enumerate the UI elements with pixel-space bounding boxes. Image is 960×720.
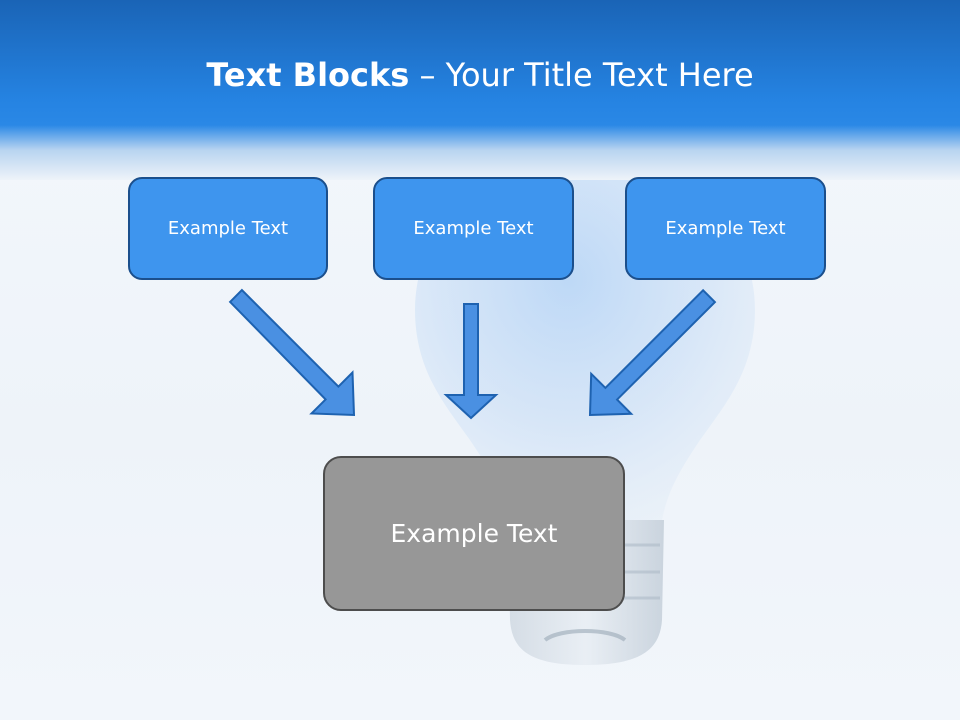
title-bar — [0, 0, 960, 180]
text-block-3[interactable]: Example Text — [625, 177, 826, 280]
text-block-1-label: Example Text — [167, 218, 289, 239]
arrow-left — [228, 288, 356, 417]
arrow-right — [588, 288, 717, 417]
title-bold-text: Text Blocks — [206, 56, 410, 94]
text-block-1[interactable]: Example Text — [128, 177, 328, 280]
text-block-2-label: Example Text — [413, 218, 534, 239]
text-block-3-label: Example Text — [665, 218, 786, 239]
title-dash: – — [409, 56, 446, 94]
arrow-center — [443, 303, 499, 420]
text-block-2[interactable]: Example Text — [373, 177, 574, 280]
slide-title: Text Blocks – Your Title Text Here — [0, 55, 960, 95]
target-text-block-label: Example Text — [390, 519, 558, 548]
title-text: Your Title Text Here — [445, 56, 754, 94]
target-text-block[interactable]: Example Text — [323, 456, 625, 611]
